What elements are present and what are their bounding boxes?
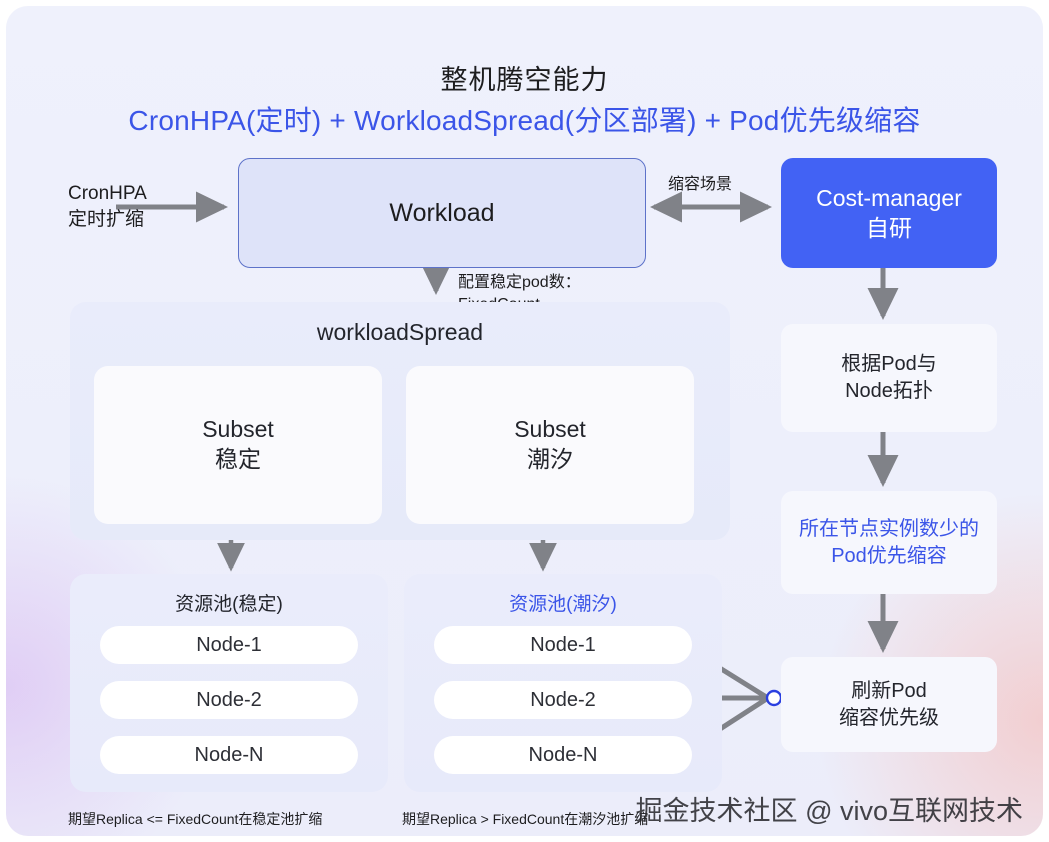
subset-tidal-mode: 潮汐	[526, 446, 573, 472]
workloadspread-title: workloadSpread	[316, 319, 484, 345]
diagram-card: 整机腾空能力 CronHPA(定时) + WorkloadSpread(分区部署…	[6, 6, 1043, 836]
watermark: 掘金技术社区 @ vivo互联网技术	[635, 796, 1023, 826]
resource-pool-stable-caption: 期望Replica <= FixedCount在稳定池扩缩	[68, 811, 323, 827]
step-low-instance-pod-priority[interactable]: 所在节点实例数少的 Pod优先缩容	[781, 491, 997, 594]
cost-manager-line2: 自研	[865, 215, 912, 241]
subset-stable-box[interactable]: Subset 稳定	[94, 366, 382, 524]
page-subtitle: CronHPA(定时) + WorkloadSpread(分区部署) + Pod…	[128, 105, 921, 136]
resource-pool-tidal-caption: 期望Replica > FixedCount在潮汐池扩缩	[402, 811, 649, 827]
step-priority-label: 所在节点实例数少的 Pod优先缩容	[799, 516, 979, 570]
subset-stable-name: Subset	[202, 416, 274, 443]
resource-pool-stable-title: 资源池(稳定)	[175, 594, 283, 615]
subset-tidal-name: Subset	[514, 416, 586, 443]
page-title: 整机腾空能力	[440, 65, 609, 95]
node-pill[interactable]: Node-N	[434, 736, 692, 774]
workload-box[interactable]: Workload	[238, 158, 646, 268]
workloadspread-panel: workloadSpread Subset 稳定 Subset 潮汐	[70, 302, 730, 540]
resource-pool-tidal-list: Node-1 Node-2 Node-N	[434, 626, 692, 791]
step-topology-line1: 根据Pod与	[841, 353, 937, 376]
step-refresh-label: 刷新Pod 缩容优先级	[839, 678, 939, 732]
cost-manager-line1: Cost-manager	[816, 184, 962, 211]
resource-pool-tidal: 资源池(潮汐) Node-1 Node-2 Node-N	[404, 574, 722, 792]
resource-pool-stable: 资源池(稳定) Node-1 Node-2 Node-N	[70, 574, 388, 792]
step-topology-line2: Node拓扑	[845, 380, 933, 402]
subset-stable-label: Subset 稳定	[202, 415, 274, 475]
step-pod-node-topology[interactable]: 根据Pod与 Node拓扑	[781, 324, 997, 432]
step-priority-line1: 所在节点实例数少的	[799, 517, 979, 540]
resource-pool-stable-list: Node-1 Node-2 Node-N	[100, 626, 358, 791]
cost-manager-box[interactable]: Cost-manager 自研	[781, 158, 997, 268]
step-pod-node-topology-label: 根据Pod与 Node拓扑	[841, 351, 937, 405]
node-pill[interactable]: Node-2	[434, 681, 692, 719]
step-refresh-pod-priority[interactable]: 刷新Pod 缩容优先级	[781, 657, 997, 752]
step-refresh-line2: 缩容优先级	[839, 706, 939, 729]
subset-stable-mode: 稳定	[214, 446, 261, 472]
subset-tidal-box[interactable]: Subset 潮汐	[406, 366, 694, 524]
node-pill[interactable]: Node-1	[100, 626, 358, 664]
step-refresh-line1: 刷新Pod	[851, 679, 927, 702]
subset-tidal-label: Subset 潮汐	[514, 415, 586, 475]
label-cronhpa: CronHPA 定时扩缩	[68, 183, 147, 230]
node-pill[interactable]: Node-1	[434, 626, 692, 664]
node-pill[interactable]: Node-N	[100, 736, 358, 774]
cost-manager-label: Cost-manager 自研	[816, 183, 962, 244]
step-priority-line2: Pod优先缩容	[831, 544, 947, 567]
node-pill[interactable]: Node-2	[100, 681, 358, 719]
label-scale-down-scene: 缩容场景	[668, 176, 733, 193]
connector-dot-junction	[765, 689, 783, 707]
workload-label: Workload	[389, 198, 495, 227]
resource-pool-tidal-title: 资源池(潮汐)	[509, 594, 617, 615]
